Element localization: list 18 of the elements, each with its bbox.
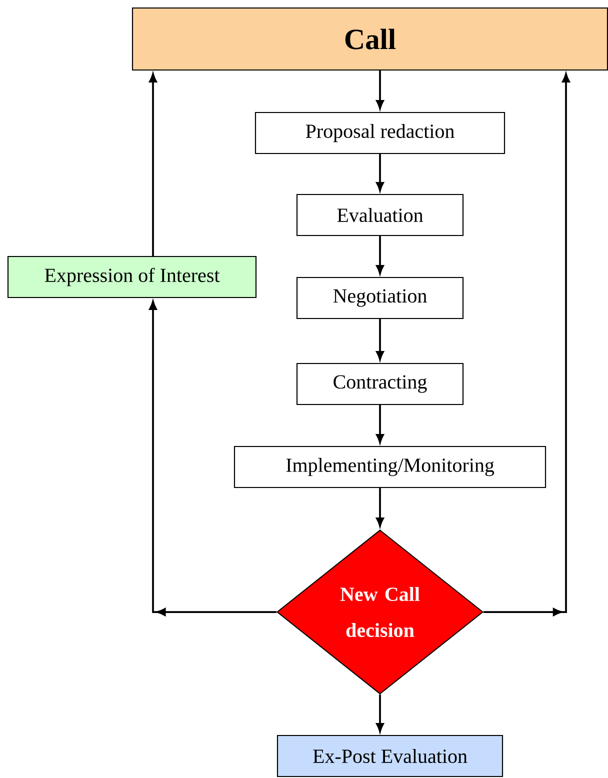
- process-box: Contracting: [296, 362, 464, 406]
- arrow: [376, 70, 384, 110]
- process-box: Evaluation: [296, 194, 464, 236]
- arrow: [376, 319, 384, 360]
- process-box: Expression of Interest: [7, 256, 257, 298]
- arrow: [149, 73, 157, 256]
- header-band: Call: [132, 7, 608, 71]
- arrow: [376, 488, 384, 527]
- arrow: [376, 154, 384, 192]
- arrow: [376, 236, 384, 274]
- arrow: [376, 405, 384, 444]
- arrow: [149, 300, 276, 616]
- process-box: Proposal redaction: [254, 112, 506, 154]
- arrow: [484, 73, 570, 616]
- process-box: Implementing/Monitoring: [234, 446, 546, 488]
- arrow: [376, 694, 384, 732]
- process-box: Ex-Post Evaluation: [276, 734, 504, 778]
- process-box: Negotiation: [296, 276, 464, 320]
